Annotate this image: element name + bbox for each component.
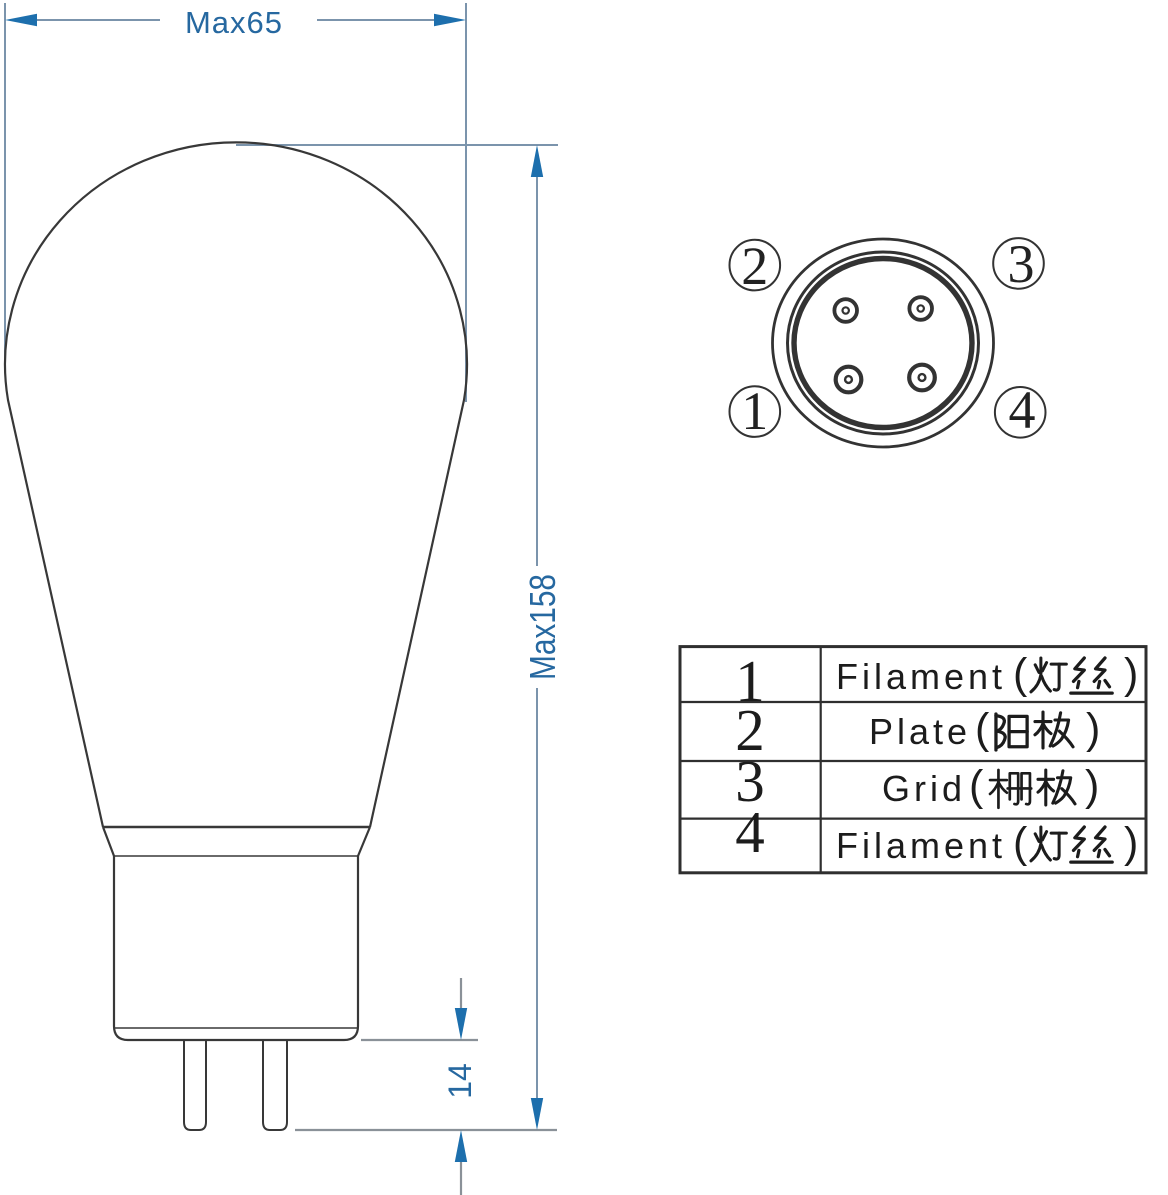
svg-text:3: 3	[1008, 234, 1035, 294]
svg-text:Plate: Plate	[869, 711, 971, 752]
svg-text:3: 3	[735, 748, 765, 814]
svg-text:(: (	[975, 705, 990, 753]
svg-text:1: 1	[741, 381, 768, 441]
svg-text:2: 2	[741, 236, 768, 296]
svg-text:2: 2	[735, 697, 765, 763]
svg-text:(: (	[969, 762, 984, 810]
svg-text:4: 4	[1009, 380, 1036, 440]
svg-text:Filament: Filament	[836, 825, 1006, 866]
svg-text:Max65: Max65	[185, 5, 283, 40]
svg-text:14: 14	[442, 1063, 478, 1099]
svg-text:): )	[1085, 762, 1099, 810]
svg-text:(: (	[1013, 650, 1028, 698]
svg-text:Filament: Filament	[836, 656, 1006, 697]
svg-text:(: (	[1013, 819, 1028, 867]
svg-text:Grid: Grid	[882, 768, 966, 809]
svg-text:): )	[1086, 705, 1100, 753]
svg-text:1: 1	[735, 648, 765, 714]
svg-text:): )	[1124, 650, 1138, 698]
svg-text:4: 4	[735, 799, 765, 865]
svg-text:Max158: Max158	[522, 574, 563, 680]
svg-text:): )	[1124, 819, 1138, 867]
